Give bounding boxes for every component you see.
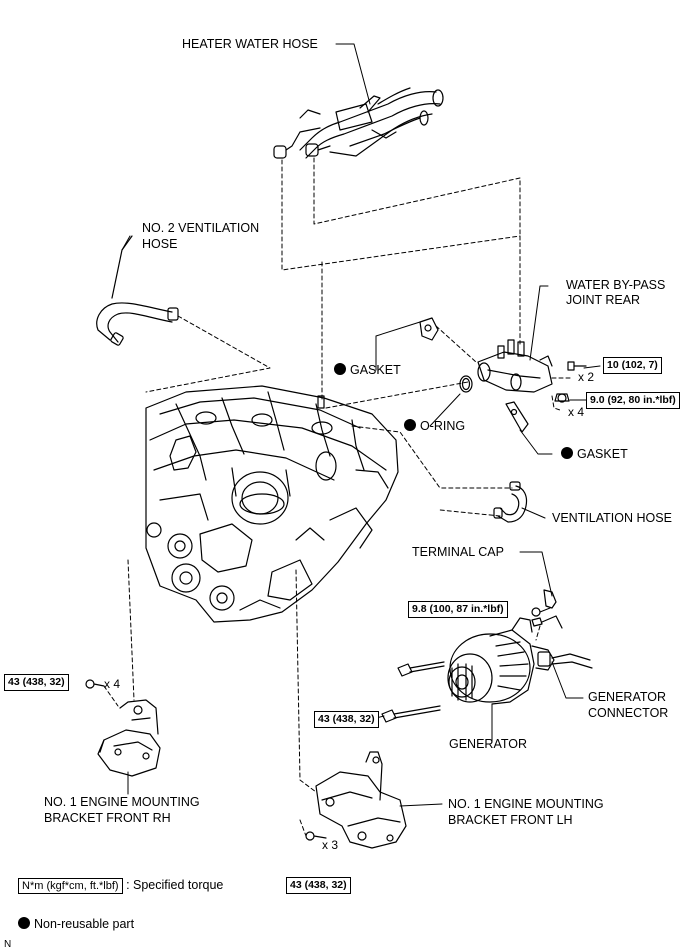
label-gasket-upper: GASKET <box>334 363 401 378</box>
label-generator-connector-line1: GENERATOR <box>588 690 667 704</box>
heater-water-hose-drawing <box>273 87 444 159</box>
label-o-ring-text: O-RING <box>420 419 466 433</box>
label-water-bypass-line1: WATER BY-PASS <box>566 278 666 292</box>
label-generator: GENERATOR <box>449 737 528 751</box>
label-gasket-lower-text: GASKET <box>577 447 628 461</box>
engine-block-drawing <box>145 385 399 623</box>
o-ring-drawing <box>459 375 473 393</box>
torque-lh-bracket: 43 (438, 32) <box>286 877 351 894</box>
label-generator-connector-line2: CONNECTOR <box>588 706 669 720</box>
label-no2-ventilation-hose-line2: HOSE <box>142 237 178 251</box>
gasket-lower-drawing <box>505 401 529 433</box>
label-terminal-cap: TERMINAL CAP <box>412 545 504 559</box>
qty-bypass-bolt: x 2 <box>578 370 595 384</box>
nonreusable-dot-icon <box>18 917 30 929</box>
legend-torque-unit-box: N*m (kgf*cm, ft.*lbf) <box>18 878 123 894</box>
bypass-nut-drawing <box>554 393 570 403</box>
label-bracket-lh-line1: NO. 1 ENGINE MOUNTING <box>448 797 604 811</box>
label-ventilation-hose: VENTILATION HOSE <box>552 511 672 525</box>
torque-generator-bolt: 43 (438, 32) <box>314 711 379 728</box>
no2-ventilation-hose-drawing <box>96 235 179 346</box>
generator-drawing <box>447 615 593 705</box>
corner-mark: N <box>4 939 12 950</box>
qty-bypass-nut: x 4 <box>568 405 585 419</box>
torque-bypass-bolt: 10 (102, 7) <box>603 357 662 374</box>
label-bracket-rh-line2: BRACKET FRONT RH <box>44 811 171 825</box>
gasket-upper-drawing <box>419 317 439 341</box>
label-bracket-lh-line2: BRACKET FRONT LH <box>448 813 573 827</box>
label-o-ring: O-RING <box>404 419 465 434</box>
water-bypass-joint-drawing <box>477 339 553 393</box>
label-gasket-lower: GASKET <box>561 447 628 462</box>
rh-bracket-bolt-drawing <box>85 679 105 689</box>
rh-bracket-drawing <box>97 699 161 777</box>
generator-upper-bolt-drawing <box>397 661 445 677</box>
bypass-bolt-drawing <box>567 361 587 371</box>
assembly-dashed-lines <box>103 157 571 837</box>
label-heater-water-hose: HEATER WATER HOSE <box>182 37 318 51</box>
nonreusable-dot-icon <box>404 419 416 431</box>
label-bracket-rh-line1: NO. 1 ENGINE MOUNTING <box>44 795 200 809</box>
qty-lh-bracket: x 3 <box>322 838 339 852</box>
leader-lines <box>121 43 601 807</box>
nonreusable-dot-icon <box>561 447 573 459</box>
lh-bracket-drawing <box>315 751 407 849</box>
legend-nonreusable-text: Non-reusable part <box>34 917 135 931</box>
legend-nonreusable: Non-reusable part <box>18 917 134 932</box>
torque-bypass-nut: 9.0 (92, 80 in.*lbf) <box>586 392 680 409</box>
generator-lower-bolt-drawing <box>381 705 441 723</box>
qty-rh-bracket: x 4 <box>104 677 121 691</box>
legend-torque: N*m (kgf*cm, ft.*lbf) : Specified torque <box>18 878 223 894</box>
label-no2-ventilation-hose-line1: NO. 2 VENTILATION <box>142 221 260 235</box>
nonreusable-dot-icon <box>334 363 346 375</box>
label-water-bypass-line2: JOINT REAR <box>566 293 641 307</box>
torque-rh-bracket: 43 (438, 32) <box>4 674 69 691</box>
ventilation-hose-drawing <box>493 481 528 523</box>
label-gasket-upper-text: GASKET <box>350 363 401 377</box>
legend-torque-desc: : Specified torque <box>126 878 224 892</box>
torque-terminal-nut: 9.8 (100, 87 in.*lbf) <box>408 601 508 618</box>
